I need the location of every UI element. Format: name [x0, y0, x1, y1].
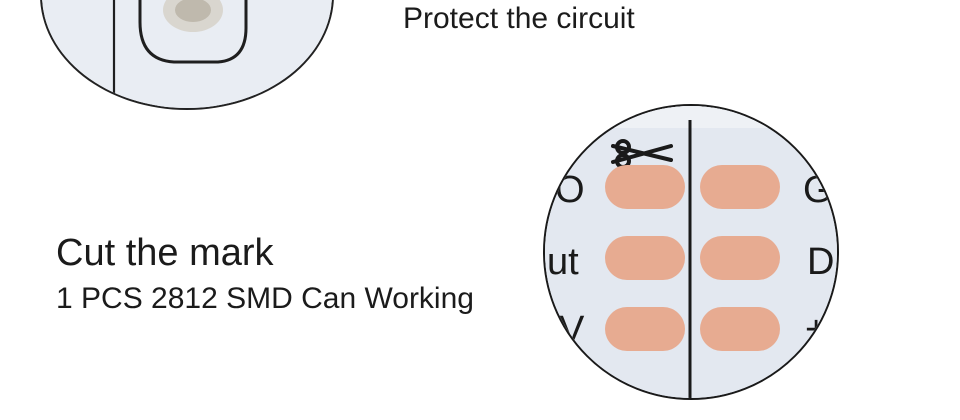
- strip-label: G: [803, 169, 833, 211]
- solder-pad: [605, 236, 685, 280]
- solder-pad: [700, 307, 780, 351]
- strip-label: D: [807, 241, 834, 283]
- smd-working-caption: 1 PCS 2812 SMD Can Working: [56, 282, 474, 315]
- zoom-circle-cut-point: O ut V G D +: [543, 104, 839, 400]
- strip-label: V: [559, 309, 585, 351]
- strip-label: +: [805, 309, 827, 351]
- strip-label: ut: [547, 241, 579, 283]
- strip-label: O: [555, 169, 585, 211]
- cut-point-closeup: O ut V G D +: [545, 106, 837, 398]
- cut-mark-heading: Cut the mark: [56, 232, 274, 274]
- solder-pad: [700, 236, 780, 280]
- component-closeup: [42, 0, 332, 108]
- solder-pad: [605, 307, 685, 351]
- solder-pad: [605, 165, 685, 209]
- protect-caption: Protect the circuit: [403, 2, 635, 35]
- scissors-icon: [611, 139, 673, 169]
- solder-pad: [700, 165, 780, 209]
- zoom-circle-component: [40, 0, 334, 110]
